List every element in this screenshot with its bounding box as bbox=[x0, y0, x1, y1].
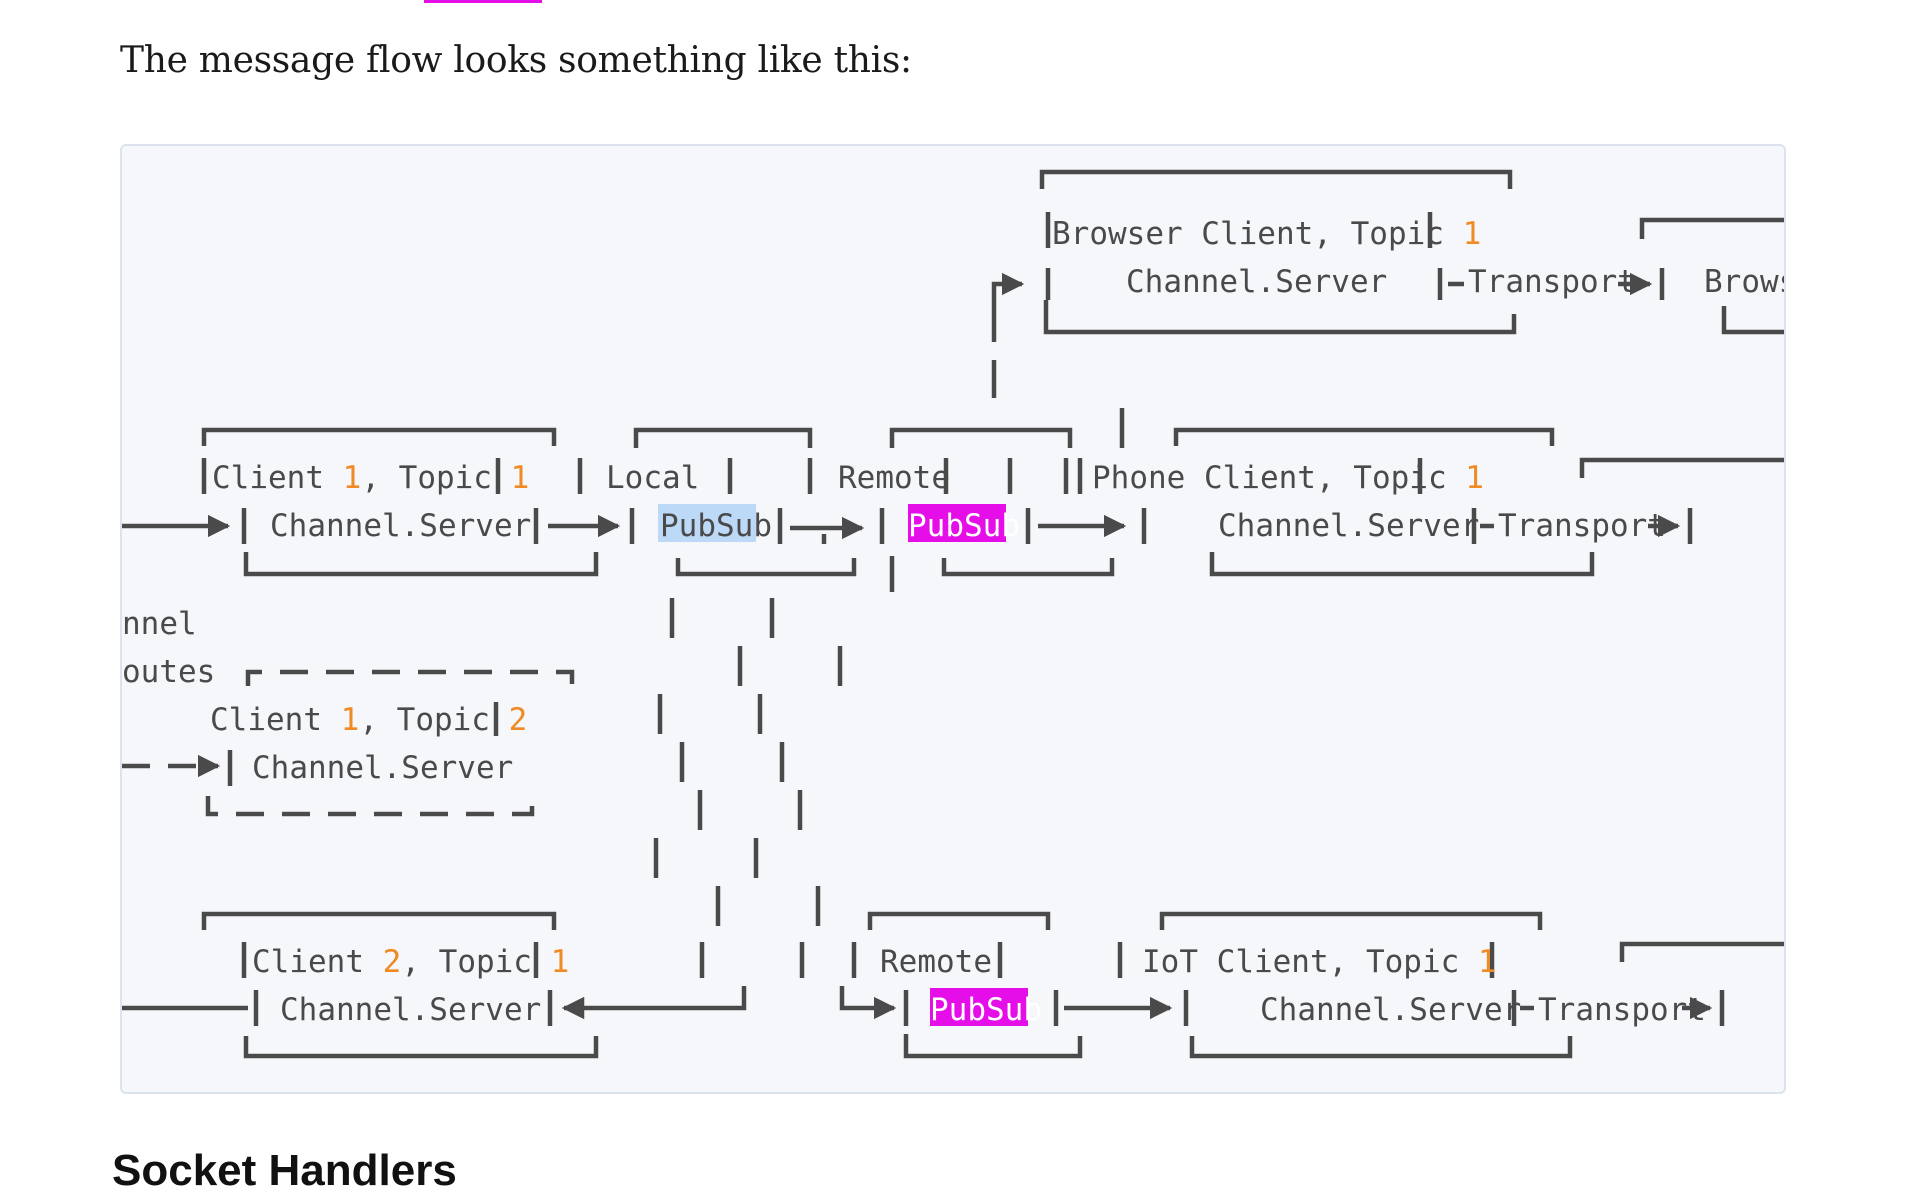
browser-channel-server: Channel.Server bbox=[1126, 264, 1387, 300]
phone-channel-server: Channel.Server bbox=[1218, 508, 1479, 544]
browser-client-box: Browser Client, Topic 1 Channel.Server bbox=[1039, 169, 1517, 335]
iot-client-title: IoT Client, Topic bbox=[1142, 944, 1478, 980]
client1-topic2-channel-server: Channel.Server bbox=[252, 750, 513, 786]
browser-topic-number: 1 bbox=[1463, 216, 1482, 252]
client1-channel-server: Channel.Server bbox=[270, 508, 531, 544]
intro-paragraph: The message flow looks something like th… bbox=[120, 40, 912, 81]
local-pubsub-box: Local PubSub bbox=[577, 427, 857, 577]
phone-transport-label: Transport bbox=[1498, 508, 1666, 544]
iot-channel-server: Channel.Server bbox=[1260, 992, 1521, 1028]
svg-text:Phone Client, Topic 1: Phone Client, Topic 1 bbox=[1092, 460, 1484, 496]
svg-text:Client 1, Topic 1: Client 1, Topic 1 bbox=[212, 460, 529, 496]
iot-client-box: IoT Client, Topic 1 Channel.Server bbox=[1117, 911, 1573, 1059]
left-clipped-channel: nnel bbox=[122, 606, 197, 642]
svg-text:Client 1, Topic 2: Client 1, Topic 2 bbox=[210, 702, 527, 738]
remote2-pubsub: PubSub bbox=[930, 992, 1042, 1028]
phone-client-title: Phone Client, Topic bbox=[1092, 460, 1465, 496]
remote2-pubsub-box: Remote PubSub bbox=[851, 911, 1083, 1059]
phone-transport: Transport bbox=[1471, 457, 1784, 544]
pubsub-cross-connectors bbox=[653, 598, 843, 978]
local-label: Local bbox=[606, 460, 699, 496]
inline-code-highlight bbox=[424, 0, 542, 3]
phone-client-box: Phone Client, Topic 1 Channel.Server bbox=[1077, 427, 1595, 577]
ascii-flow-svg: Browser Client, Topic 1 Channel.Server T… bbox=[122, 169, 1786, 1059]
iot-transport: Transport bbox=[1511, 941, 1784, 1028]
local-pubsub: PubSub bbox=[660, 508, 772, 544]
remote2-label: Remote bbox=[880, 944, 992, 980]
client1-topic1-box: Client 1, Topic 1 Channel.Server bbox=[201, 427, 599, 577]
browser-clipped-label: Brows bbox=[1704, 264, 1786, 300]
browser-transport-label: Transport bbox=[1468, 264, 1636, 300]
svg-text:IoT Client, Topic 1: IoT Client, Topic 1 bbox=[1142, 944, 1497, 980]
client1-topic2-box: Client 1, Topic 2 Channel.Server bbox=[122, 669, 575, 817]
remote-label: Remote bbox=[838, 460, 950, 496]
svg-text:Browser Client, Topic 1: Browser Client, Topic 1 bbox=[1052, 216, 1481, 252]
client2-topic1-box: Client 2, Topic 1 Channel.Server bbox=[201, 911, 599, 1059]
client2-channel-server: Channel.Server bbox=[280, 992, 541, 1028]
iot-transport-label: Transport bbox=[1538, 992, 1706, 1028]
left-clipped-routes: outes bbox=[122, 654, 215, 690]
remote-pubsub: PubSub bbox=[908, 508, 1020, 544]
browser-transport: Transport Brows bbox=[1448, 217, 1786, 335]
remote-to-browser-connector bbox=[991, 272, 1125, 448]
svg-text:Client 2, Topic 1: Client 2, Topic 1 bbox=[252, 944, 569, 980]
browser-client-title: Browser Client, Topic bbox=[1052, 216, 1463, 252]
message-flow-diagram: Browser Client, Topic 1 Channel.Server T… bbox=[120, 144, 1786, 1094]
remote-pubsub-box: Remote PubSub bbox=[838, 427, 1115, 592]
section-heading: Socket Handlers bbox=[112, 1146, 457, 1195]
